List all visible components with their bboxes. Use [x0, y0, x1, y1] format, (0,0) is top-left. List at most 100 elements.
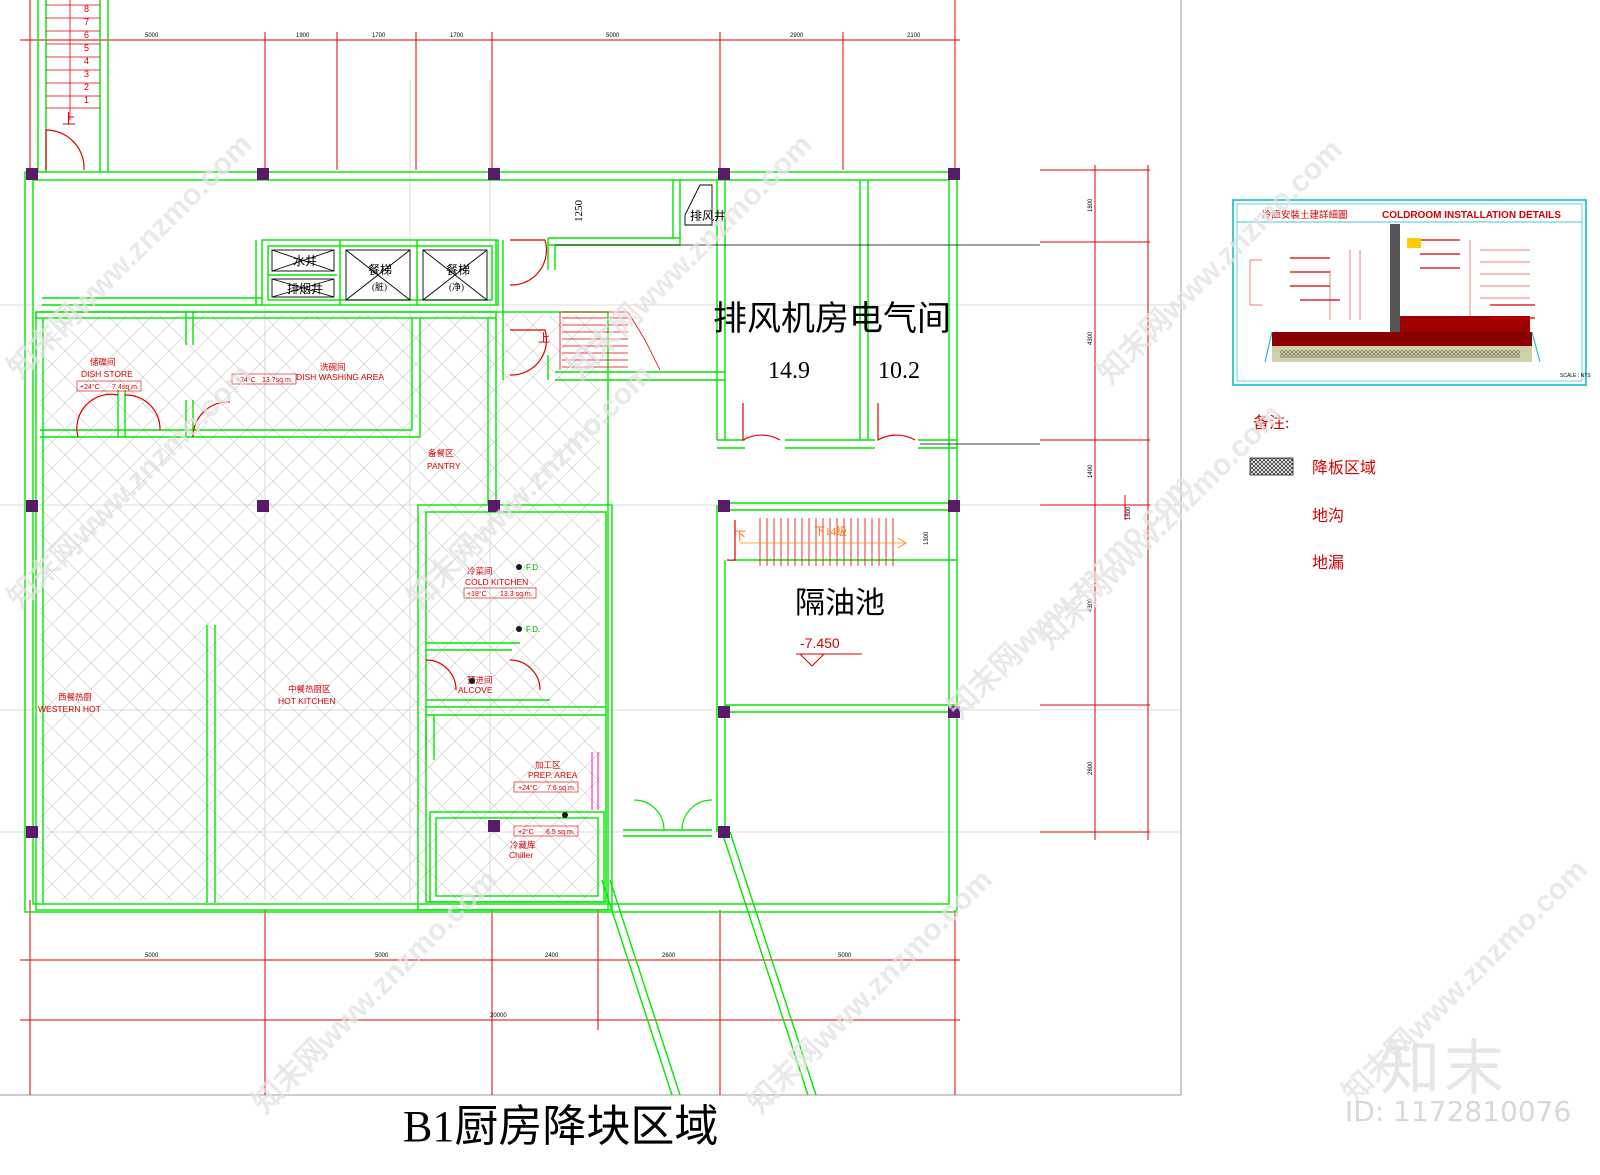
- drawing-title: B1厨房降块区域: [403, 1102, 719, 1151]
- svg-text:COLDROOM INSTALLATION DETAILS: COLDROOM INSTALLATION DETAILS: [1382, 210, 1561, 221]
- svg-text:F.D.: F.D.: [526, 625, 540, 634]
- svg-text:备注:: 备注:: [1253, 414, 1289, 432]
- svg-text:7.4sq.m.: 7.4sq.m.: [112, 384, 139, 391]
- coldroom-detail-panel: 冷庫安裝土建詳細圖 COLDROOM INSTALLATION DETAILS …: [1232, 199, 1591, 386]
- svg-text:2800: 2800: [1088, 761, 1094, 775]
- svg-text:1900: 1900: [296, 33, 310, 39]
- svg-text:ALCOVE: ALCOVE: [458, 685, 493, 695]
- dimension-grid: [20, 0, 1150, 1095]
- svg-text:餐梯: 餐梯: [446, 262, 470, 277]
- svg-text:地漏: 地漏: [1312, 554, 1344, 572]
- svg-text:6: 6: [84, 30, 89, 40]
- legend-swatch-lowered-slab: [1249, 457, 1294, 476]
- svg-text:5000: 5000: [145, 953, 159, 959]
- svg-text:知末网www.znzmo.com: 知末网www.znzmo.com: [562, 128, 819, 385]
- svg-text:6.5 sq.m.: 6.5 sq.m.: [546, 829, 575, 836]
- svg-text:1400: 1400: [1088, 464, 1094, 478]
- svg-text:5: 5: [84, 43, 89, 53]
- svg-text:2400: 2400: [545, 953, 559, 959]
- svg-text:5000: 5000: [375, 953, 389, 959]
- lower-stair: [740, 518, 907, 566]
- svg-text:知末网www.znzmo.com: 知末网www.znzmo.com: [1032, 398, 1289, 655]
- svg-text:3: 3: [84, 69, 89, 79]
- svg-text:F.D.: F.D.: [526, 563, 540, 572]
- stair-up-label: 上: [62, 112, 76, 128]
- legend: 备注: 降板区域 地沟 地漏: [1249, 414, 1376, 572]
- svg-text:HOT KITCHEN: HOT KITCHEN: [278, 696, 335, 706]
- svg-text:1: 1: [84, 95, 89, 105]
- dim-1250: 1250: [573, 200, 585, 223]
- svg-text:1800: 1800: [1126, 506, 1132, 520]
- lift-shafts: [271, 184, 713, 301]
- middle-stair-up-label: 上: [538, 331, 550, 345]
- svg-text:冷菜间: 冷菜间: [467, 566, 493, 576]
- svg-text:降板区域: 降板区域: [1312, 459, 1376, 477]
- svg-text:预进间: 预进间: [467, 675, 493, 685]
- doors: [45, 129, 916, 831]
- svg-text:4: 4: [84, 56, 89, 66]
- svg-text:冷藏库: 冷藏库: [510, 840, 536, 850]
- columns: [26, 168, 960, 838]
- svg-text:7: 7: [84, 17, 89, 27]
- svg-text:4300: 4300: [1088, 331, 1094, 345]
- svg-text:+24°C: +24°C: [236, 376, 256, 384]
- svg-text:13.7sq.m.: 13.7sq.m.: [262, 377, 293, 384]
- svg-text:2100: 2100: [907, 33, 921, 39]
- svg-text:地沟: 地沟: [1312, 507, 1344, 525]
- image-id: ID: 1172810076: [1345, 1095, 1572, 1128]
- svg-text:PREP. AREA: PREP. AREA: [528, 770, 578, 780]
- svg-text:知末网www.znzmo.com: 知末网www.znzmo.com: [742, 863, 999, 1120]
- svg-text:2600: 2600: [662, 953, 676, 959]
- svg-text:洗碗间: 洗碗间: [320, 362, 346, 372]
- room-labels: 储碟间 DISH STORE +24°C 7.4sq.m. 洗碗间 DISH W…: [38, 357, 578, 860]
- svg-text:8: 8: [84, 4, 89, 14]
- svg-text:DISH STORE: DISH STORE: [81, 369, 133, 379]
- level-marker: [796, 653, 862, 667]
- svg-text:1800: 1800: [1088, 198, 1094, 212]
- svg-text:1300: 1300: [924, 531, 930, 545]
- svg-text:1700: 1700: [372, 33, 386, 39]
- fan-room-value-right: 10.2: [878, 358, 920, 384]
- svg-text:水井: 水井: [293, 254, 317, 268]
- floor-drains: [469, 564, 568, 818]
- stair-down-label: 下: [734, 529, 746, 543]
- svg-text:2900: 2900: [790, 33, 804, 39]
- svg-text:13.3 sq.m.: 13.3 sq.m.: [500, 591, 533, 598]
- svg-text:+18°C: +18°C: [467, 590, 487, 598]
- svg-text:+2°C: +2°C: [518, 828, 534, 836]
- svg-text:1700: 1700: [450, 33, 464, 39]
- svg-text:餐梯: 餐梯: [368, 262, 392, 277]
- svg-text:西餐热厨: 西餐热厨: [58, 692, 93, 702]
- middle-stair: [559, 311, 661, 371]
- svg-text:4300: 4300: [1088, 598, 1094, 612]
- svg-text:冷庫安裝土建詳細圖: 冷庫安裝土建詳細圖: [1262, 209, 1348, 221]
- svg-text:7.6 sq.m.: 7.6 sq.m.: [547, 785, 576, 792]
- svg-text:SCALE : NTS: SCALE : NTS: [1560, 373, 1591, 379]
- svg-text:PANTRY: PANTRY: [427, 461, 461, 471]
- svg-text:+24°C: +24°C: [518, 784, 538, 792]
- svg-text:5000: 5000: [606, 33, 620, 39]
- stair-numbers: 8 7 6 5 4 3 2 1: [84, 4, 89, 105]
- svg-text:储碟间: 储碟间: [90, 357, 116, 367]
- svg-text:知末网www.znzmo.com: 知末网www.znzmo.com: [247, 863, 504, 1120]
- grease-trap-level: -7.450: [800, 635, 840, 651]
- top-stair: [46, 0, 100, 120]
- svg-text:COLD KITCHEN: COLD KITCHEN: [465, 577, 528, 587]
- svg-text:20000: 20000: [490, 1013, 507, 1019]
- svg-text:2: 2: [84, 82, 89, 92]
- svg-text:备餐区: 备餐区: [428, 448, 454, 458]
- svg-text:排烟井: 排烟井: [287, 282, 323, 296]
- svg-text:WESTERN HOT: WESTERN HOT: [38, 704, 101, 714]
- exhaust-shaft-label: 排风井: [690, 209, 726, 223]
- svg-text:加工区: 加工区: [535, 760, 561, 770]
- svg-text:(净): (净): [449, 281, 464, 292]
- svg-text:中餐热厨区: 中餐热厨区: [288, 684, 331, 694]
- svg-text:(脏): (脏): [372, 281, 387, 292]
- dim-texts-right: 1800 4300 1400 4300 2800 1800 1300: [924, 198, 1132, 775]
- room-label-boxes: [76, 373, 579, 837]
- svg-text:5000: 5000: [838, 953, 852, 959]
- svg-text:5000: 5000: [145, 33, 159, 39]
- lowered-slab-zone: [40, 315, 600, 900]
- shaft-labels: 水井 排烟井 餐梯 (脏) 餐梯 (净): [287, 254, 470, 296]
